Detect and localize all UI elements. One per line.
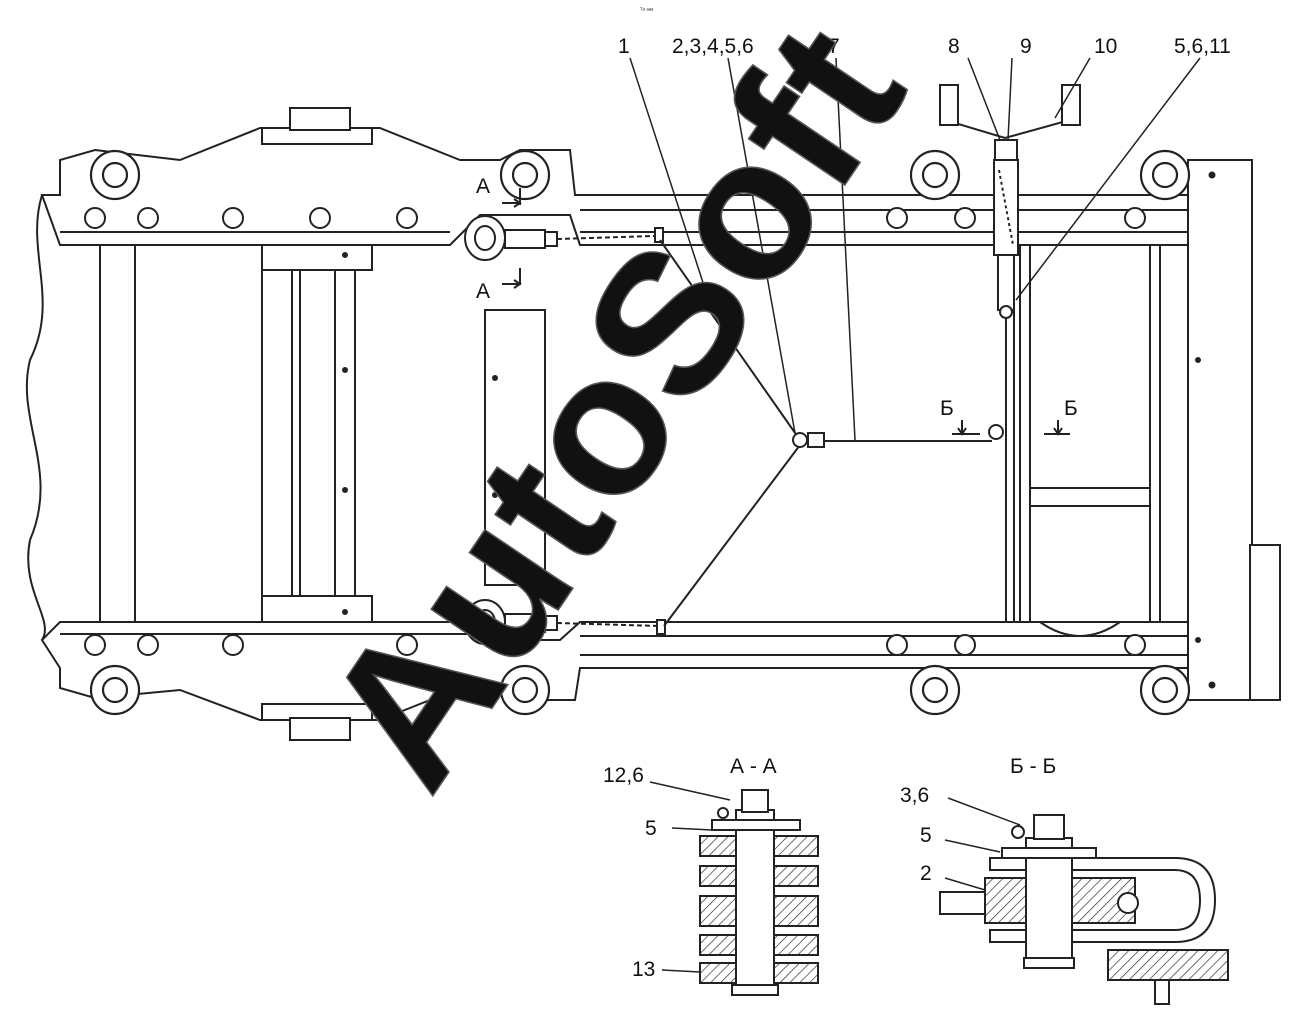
callout-2: 2,3,4,5,6 bbox=[672, 35, 754, 58]
wheel-nuts bbox=[89, 149, 1191, 716]
section-view-bb: Б - Б 3,6 5 2 bbox=[900, 755, 1229, 1005]
section-mark-b-right: Б bbox=[1064, 397, 1078, 420]
section-aa-label-2: 5 bbox=[645, 817, 657, 840]
section-bb-label-2: 5 bbox=[920, 824, 932, 847]
callout-labels: 1 2,3,4,5,6 7 8 9 10 5,6,11 bbox=[618, 35, 1231, 58]
section-bb-title: Б - Б bbox=[1010, 755, 1056, 778]
section-aa-label-3: 13 bbox=[632, 958, 655, 981]
frame-rivets bbox=[84, 207, 1146, 656]
callout-7: 5,6,11 bbox=[1174, 35, 1231, 58]
callout-3: 7 bbox=[828, 35, 840, 58]
section-mark-a-bottom: А bbox=[476, 280, 490, 303]
watermark: AutoSoft bbox=[281, 0, 947, 824]
brake-chambers bbox=[464, 215, 558, 645]
top-mark: ᵀᵃ ᵃᵃᵃ bbox=[640, 7, 654, 14]
callout-4: 8 bbox=[948, 35, 960, 58]
callout-1: 1 bbox=[618, 35, 630, 58]
section-mark-b-left: Б bbox=[940, 397, 954, 420]
callout-5: 9 bbox=[1020, 35, 1032, 58]
section-cut-marks: А А Б Б bbox=[476, 175, 1078, 436]
section-aa-label-1: 12,6 bbox=[603, 764, 644, 787]
section-bb-label-1: 3,6 bbox=[900, 784, 929, 807]
callout-6: 10 bbox=[1094, 35, 1117, 58]
section-aa-title: А - А bbox=[730, 755, 777, 778]
hand-brake-lever bbox=[939, 84, 1081, 319]
leader-lines bbox=[629, 57, 1201, 441]
section-bb-label-3: 2 bbox=[920, 862, 932, 885]
section-view-aa: А - А 12,6 5 13 bbox=[603, 755, 819, 996]
brake-linkage-rods bbox=[556, 227, 1015, 635]
section-mark-a-top: А bbox=[476, 175, 490, 198]
